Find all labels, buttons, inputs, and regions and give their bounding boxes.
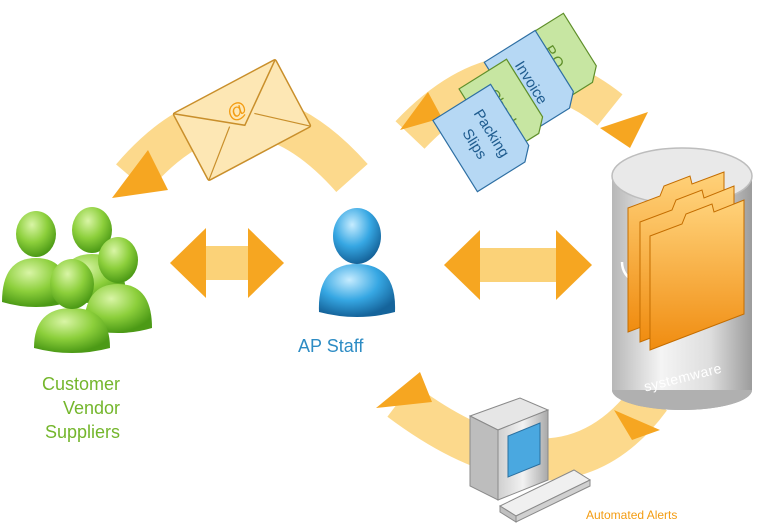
cylinder-folder-icon: systemware [611,147,753,410]
suppliers-text: Suppliers [44,422,120,442]
envelope-at-icon: @ [172,58,312,181]
double-arrow-left [170,228,284,298]
automated-alerts-label: Automated Alerts [586,508,678,522]
person-icon [318,208,396,317]
document-packing-slips: Packing Slips [432,83,530,193]
vendor-text: Vendor [62,398,120,418]
ap-staff-label: AP Staff [298,336,364,356]
people-group-icon [2,207,152,353]
customer-text: Customer [41,374,120,394]
documents-stack: P.O. Invoice Check Packing Slips [432,12,597,193]
customer-vendor-suppliers-label: Customer Vendor Suppliers [18,372,120,444]
double-arrow-right [444,230,592,300]
computer-icon [468,397,592,523]
